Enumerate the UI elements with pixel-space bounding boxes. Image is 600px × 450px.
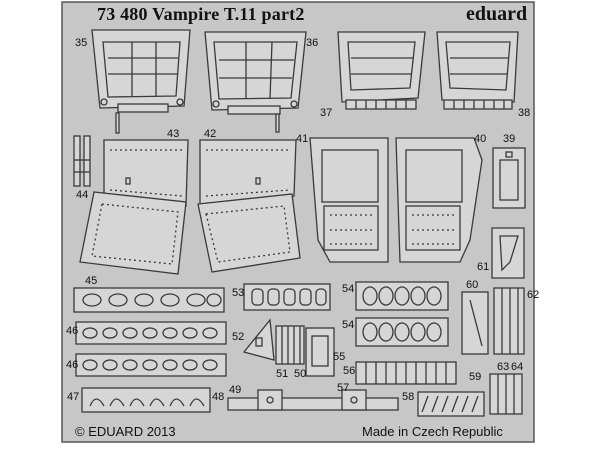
part-number-51: 51 — [276, 368, 289, 380]
part-number-42: 42 — [204, 128, 217, 140]
origin-text: Made in Czech Republic — [362, 424, 503, 439]
part-number-44: 44 — [76, 189, 89, 201]
part-number-55: 55 — [333, 351, 346, 363]
part-number-38: 38 — [518, 107, 531, 119]
part-number-40: 40 — [474, 133, 487, 145]
part-58-59 — [417, 391, 485, 417]
part-number-52: 52 — [232, 331, 245, 343]
part-35 — [91, 29, 191, 134]
part-41 — [309, 137, 389, 263]
part-37 — [337, 31, 426, 110]
part-number-50: 50 — [294, 368, 307, 380]
part-43-door — [79, 191, 187, 275]
part-54-lower — [355, 317, 449, 347]
part-52 — [242, 318, 275, 361]
part-39 — [492, 147, 526, 209]
part-number-62: 62 — [527, 289, 540, 301]
part-47-48 — [81, 387, 211, 413]
part-49-57 — [227, 389, 399, 411]
part-number-36: 36 — [306, 37, 319, 49]
part-number-35: 35 — [75, 37, 88, 49]
part-number-58: 58 — [402, 391, 415, 403]
part-46-upper — [75, 321, 227, 345]
part-40 — [395, 137, 483, 263]
part-number-59: 59 — [469, 371, 482, 383]
part-number-46b: 46 — [66, 359, 79, 371]
part-number-54b: 54 — [342, 319, 355, 331]
part-51-50 — [275, 325, 305, 365]
part-number-61: 61 — [477, 261, 490, 273]
part-number-54a: 54 — [342, 283, 355, 295]
fret-title: 73 480 Vampire T.11 part2 — [97, 4, 305, 24]
part-number-47: 47 — [67, 391, 80, 403]
part-number-45: 45 — [85, 275, 98, 287]
part-number-60: 60 — [466, 279, 479, 291]
part-56 — [355, 361, 457, 385]
brand-logo: eduard — [466, 3, 528, 25]
part-42-door — [197, 193, 301, 273]
part-number-64: 64 — [511, 361, 524, 373]
part-44 — [73, 135, 91, 187]
part-number-46a: 46 — [66, 325, 79, 337]
part-36 — [204, 31, 307, 133]
part-number-37: 37 — [320, 107, 333, 119]
part-60 — [461, 291, 489, 355]
part-53 — [243, 283, 331, 311]
part-54-upper — [355, 281, 449, 311]
part-55 — [305, 327, 335, 377]
part-number-53: 53 — [232, 287, 245, 299]
part-38 — [436, 31, 519, 110]
part-number-57: 57 — [337, 382, 350, 394]
part-62 — [493, 287, 525, 355]
part-number-63: 63 — [497, 361, 510, 373]
part-number-43: 43 — [167, 128, 180, 140]
part-42 — [199, 139, 297, 207]
part-number-39: 39 — [503, 133, 516, 145]
part-number-48: 48 — [212, 391, 225, 403]
part-61 — [491, 227, 525, 279]
part-46-lower — [75, 353, 227, 377]
part-number-41: 41 — [296, 133, 309, 145]
part-number-49: 49 — [229, 384, 242, 396]
part-63-64 — [489, 373, 523, 415]
copyright-text: © EDUARD 2013 — [75, 424, 176, 439]
part-number-56: 56 — [343, 365, 356, 377]
part-45 — [73, 287, 225, 313]
